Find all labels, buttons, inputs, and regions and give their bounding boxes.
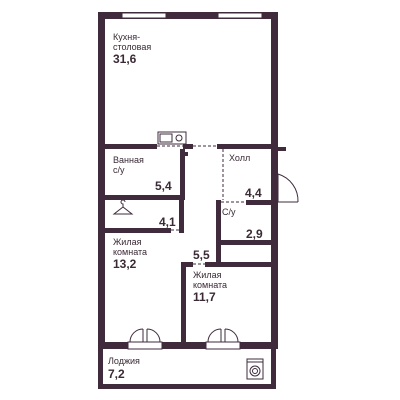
hall-label: Холл <box>229 153 250 163</box>
sink-icon <box>157 131 187 145</box>
top-windows <box>121 12 263 19</box>
washing-machine-icon <box>246 358 264 380</box>
kitchen-label-line1: Кухня- <box>113 32 140 42</box>
wc-area: 2,9 <box>246 227 263 241</box>
outer-walls <box>98 12 286 389</box>
wc-label: С/у <box>222 207 236 217</box>
room-kitchen: Кухня- столовая 31,6 <box>113 32 151 66</box>
corridor-area: 5,5 <box>193 248 210 262</box>
room-loggia: Лоджия 7,2 <box>108 356 140 381</box>
bathroom-label-line1: Ванная <box>113 155 144 165</box>
room-living2: Жилая комната 11,7 <box>193 270 227 304</box>
wardrobe-area: 4,1 <box>159 215 176 229</box>
living2-area: 11,7 <box>193 290 216 304</box>
loggia-label: Лоджия <box>108 356 140 366</box>
hanger-icon <box>112 199 134 215</box>
loggia-doors <box>127 328 241 350</box>
living1-label-line1: Жилая <box>113 237 142 247</box>
room-corridor: 5,5 <box>193 248 210 262</box>
interior-walls <box>105 144 271 342</box>
bathroom-label-line2: с/у <box>113 165 125 175</box>
kitchen-label-line2: столовая <box>113 42 151 52</box>
living2-label-line2: комната <box>193 280 227 290</box>
kitchen-area: 31,6 <box>113 52 137 66</box>
room-wardrobe: 4,1 <box>159 215 176 229</box>
hall-area: 4,4 <box>245 186 262 200</box>
dashed-boundaries <box>157 145 246 265</box>
door-swing-icon <box>277 173 299 203</box>
room-hall: Холл 4,4 <box>229 153 262 200</box>
loggia-area: 7,2 <box>108 367 125 381</box>
living1-label-line2: комната <box>113 247 147 257</box>
room-bathroom: Ванная с/у 5,4 <box>113 155 172 193</box>
room-living1: Жилая комната 13,2 <box>113 237 147 271</box>
room-wc: С/у 2,9 <box>222 207 263 241</box>
bathroom-area: 5,4 <box>155 179 172 193</box>
living2-label-line1: Жилая <box>193 270 222 280</box>
living1-area: 13,2 <box>113 257 137 271</box>
